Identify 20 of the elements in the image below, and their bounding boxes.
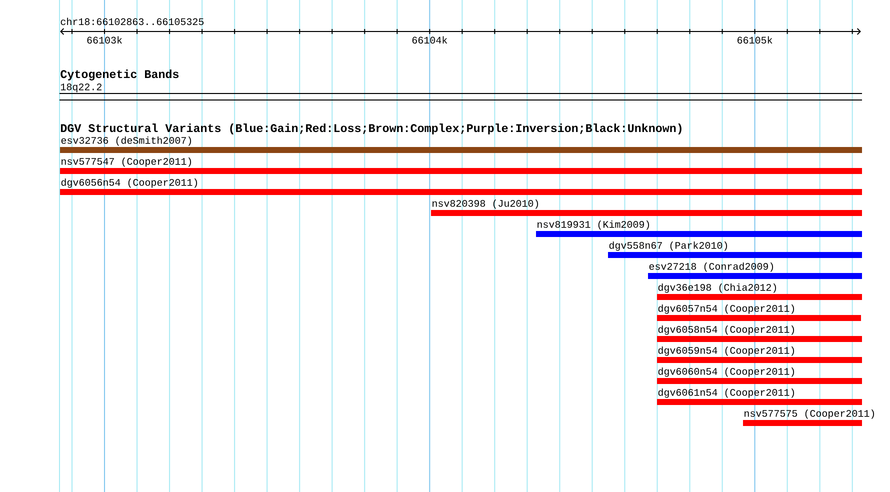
band-label: 18q22.2 bbox=[60, 84, 102, 92]
tick-label: 66104k bbox=[412, 36, 448, 44]
variant-label: dgv6056n54 (Cooper2011) bbox=[61, 178, 198, 188]
tick-label: 66105k bbox=[738, 36, 772, 44]
variant-label: dgv558n67 (Park2010) bbox=[609, 241, 728, 251]
variant-label: dgv6058n54 (Cooper2011) bbox=[658, 325, 794, 335]
variant-label: dgv6061n54 (Cooper2011) bbox=[658, 388, 794, 398]
locus-label: chr18:66102863..66105325 bbox=[60, 18, 204, 26]
variant-label: nsv819931 (Kim2009) bbox=[538, 220, 650, 230]
track-title: DGV Structural Variants (Blue:Gain;Red:Loss;Brown:Complex;Purple:Inversion;Black:Unknown) bbox=[60, 124, 682, 134]
variant-label: dgv6060n54 (Cooper2011) bbox=[658, 367, 794, 377]
variant-label: dgv6059n54 (Cooper2011) bbox=[658, 346, 794, 356]
tick-label: 66103k bbox=[87, 36, 122, 44]
variant-label: esv27218 (Conrad2009) bbox=[649, 262, 774, 272]
variant-label: dgv36e198 (Chia2012) bbox=[658, 283, 776, 293]
variant-label: nsv577575 (Cooper2011) bbox=[744, 409, 874, 419]
variant-label: esv32736 (deSmith2007) bbox=[61, 136, 192, 146]
variant-label: nsv577547 (Cooper2011) bbox=[62, 157, 192, 167]
variant-label: dgv6057n54 (Cooper2011) bbox=[658, 304, 794, 314]
variant-label: nsv820398 (Ju2010) bbox=[432, 199, 538, 209]
